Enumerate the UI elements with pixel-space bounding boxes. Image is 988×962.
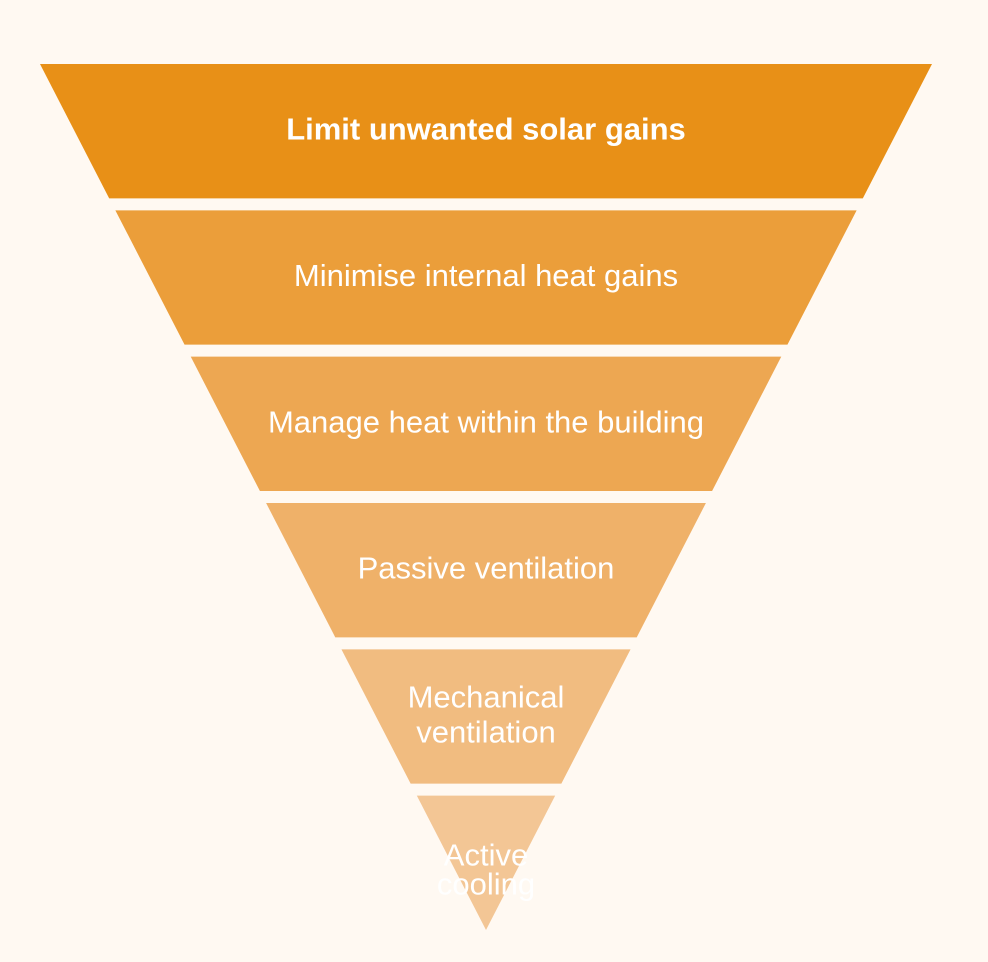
pyramid-tier-shape [266, 503, 706, 638]
pyramid-tier-label: cooling [437, 867, 535, 902]
pyramid-tier-label: Manage heat within the building [268, 404, 704, 439]
pyramid-tier-label: ventilation [416, 715, 556, 750]
pyramid-tier-2: Minimise internal heat gains [115, 210, 857, 345]
pyramid-tier-label: Mechanical [408, 680, 565, 715]
pyramid-tier-shape [341, 649, 631, 784]
pyramid-tier-label: Limit unwanted solar gains [286, 112, 686, 147]
pyramid-tier-3: Manage heat within the building [190, 356, 782, 491]
pyramid-tier-1: Limit unwanted solar gains [40, 64, 932, 199]
pyramid-tier-label: Passive ventilation [358, 551, 615, 586]
pyramid-tier-label: Minimise internal heat gains [294, 258, 678, 293]
pyramid-tier-label: Active [444, 838, 528, 873]
pyramid-tier-shape [190, 356, 782, 491]
pyramid-tier-4: Passive ventilation [266, 503, 706, 638]
pyramid-tier-shape [40, 64, 932, 199]
pyramid-tier-shape [115, 210, 857, 345]
pyramid-tier-shape [416, 795, 556, 930]
